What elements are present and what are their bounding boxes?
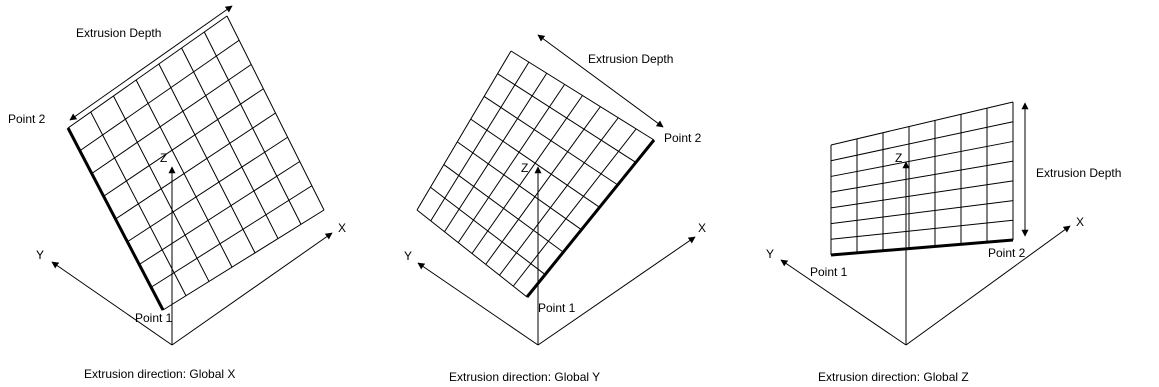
axes-global-y <box>417 166 696 346</box>
mesh-line <box>162 209 325 311</box>
y-axis <box>51 261 173 346</box>
mesh-grid-global-z <box>830 101 1014 256</box>
x-axis-label: X <box>698 221 706 235</box>
panel-global-z: Z X Y Point 1 Point 2 Extrusion Depth Ex… <box>766 101 1121 384</box>
mesh-line <box>485 106 601 265</box>
mesh-line <box>138 161 301 265</box>
caption-global-y: Extrusion direction: Global Y <box>449 370 600 384</box>
mesh-line <box>512 128 637 287</box>
point2-label: Point 2 <box>8 112 46 126</box>
mesh-line <box>416 50 512 211</box>
extrusion-edge-global-z <box>830 238 1014 257</box>
axes-global-x <box>51 166 333 346</box>
z-axis-label: Z <box>160 151 167 165</box>
mesh-line <box>830 140 1014 177</box>
z-axis-label: Z <box>895 151 902 165</box>
mesh-line <box>127 136 288 243</box>
point1-label: Point 1 <box>810 265 848 279</box>
x-axis <box>905 225 1071 346</box>
mesh-line <box>444 72 548 233</box>
x-axis <box>537 236 696 346</box>
mesh-line <box>499 117 619 276</box>
mesh-line <box>830 180 1014 209</box>
point2-label: Point 2 <box>988 246 1026 260</box>
mesh-line <box>91 64 252 174</box>
panel-global-y: Z X Y Point 1 Point 2 Extrusion Depth Ex… <box>404 34 706 384</box>
y-axis <box>780 259 907 346</box>
extrusion-depth-label: Extrusion Depth <box>76 26 161 40</box>
mesh-line <box>830 101 1014 146</box>
extrusion-depth-label: Extrusion Depth <box>1036 166 1121 180</box>
extrusion-edge-global-y <box>525 139 656 298</box>
mesh-line <box>830 200 1014 225</box>
x-axis-label: X <box>338 221 346 235</box>
mesh-line <box>457 84 566 243</box>
point2-label: Point 2 <box>664 131 702 145</box>
x-axis-label: X <box>1076 215 1084 229</box>
z-axis-label: Z <box>521 161 528 175</box>
mesh-line <box>103 88 264 197</box>
extrusion-depth-arrow-global-x <box>69 5 233 121</box>
y-axis <box>417 262 539 346</box>
mesh-line <box>830 160 1014 193</box>
caption-global-x: Extrusion direction: Global X <box>84 367 235 381</box>
mesh-line <box>430 61 530 222</box>
panel-global-x: Z X Y Point 1 Point 2 Extrusion Depth Ex… <box>8 5 346 381</box>
axes-global-z <box>780 161 1071 346</box>
extrusion-depth-label: Extrusion Depth <box>588 52 673 66</box>
mesh-line <box>830 219 1014 240</box>
point1-label: Point 1 <box>538 301 576 315</box>
mesh-line <box>150 185 313 288</box>
y-axis-label: Y <box>36 248 44 262</box>
mesh-grid-global-y <box>416 50 655 298</box>
extrusion-edge-global-x <box>66 127 165 311</box>
point1-label: Point 1 <box>135 311 173 325</box>
mesh-line <box>830 121 1014 162</box>
y-axis-label: Y <box>766 247 774 261</box>
extrusion-depth-arrow-global-y <box>537 34 664 128</box>
caption-global-z: Extrusion direction: Global Z <box>818 370 969 384</box>
mesh-line <box>115 112 276 220</box>
x-axis <box>171 232 333 346</box>
y-axis-label: Y <box>404 249 412 263</box>
